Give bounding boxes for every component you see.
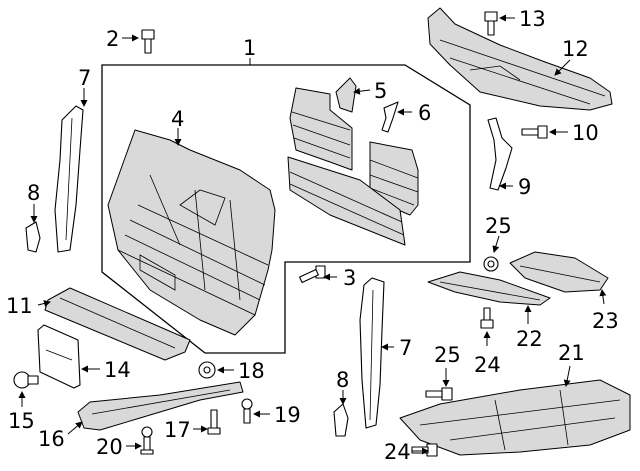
callout-22: 22 <box>516 327 543 351</box>
part-12-upper-cover <box>427 7 613 111</box>
callout-16: 16 <box>38 427 65 451</box>
callout-20: 20 <box>96 435 123 459</box>
part-25-nut-upper <box>483 256 499 272</box>
callout-8-left: 8 <box>27 181 40 205</box>
leader-lines <box>18 14 607 455</box>
part-18-nut <box>198 361 216 379</box>
part-7-center-bracket <box>359 277 385 429</box>
callout-15: 15 <box>8 409 35 433</box>
callout-24-lower: 24 <box>384 440 411 464</box>
callout-14: 14 <box>104 358 131 382</box>
part-10-bolt <box>521 125 548 139</box>
callout-labels: 2 1 3 4 5 6 7 7 8 8 9 10 11 12 13 14 15 … <box>6 7 619 464</box>
callout-4: 4 <box>171 107 184 131</box>
part-16-deflector <box>77 381 244 431</box>
part-24-bolt-lower <box>411 443 438 457</box>
part-14-plate <box>37 324 81 389</box>
callout-6: 6 <box>418 101 431 125</box>
part-11-deflector <box>44 287 191 361</box>
callout-10: 10 <box>572 121 599 145</box>
callout-18: 18 <box>238 359 265 383</box>
part-15-pushpin <box>13 371 39 389</box>
part-2-bolt <box>141 29 155 54</box>
part-8-left-clip <box>25 221 41 253</box>
part-25-bolt-lower <box>425 387 453 401</box>
part-21-under-shield <box>399 379 631 456</box>
part-9-bracket <box>487 117 513 191</box>
part-6-clip <box>381 101 399 133</box>
part-20-pushpin <box>140 426 154 455</box>
part-24-bolt-upper <box>480 307 494 329</box>
assembly-frame <box>101 64 471 354</box>
part-5-bracket <box>335 77 357 113</box>
part-19-pushpin <box>241 398 253 424</box>
callout-7-center: 7 <box>399 336 412 360</box>
callout-3: 3 <box>343 266 356 290</box>
callout-11: 11 <box>6 294 33 318</box>
callout-25-lower: 25 <box>434 343 461 367</box>
callout-5: 5 <box>374 79 387 103</box>
callout-8-center: 8 <box>336 368 349 392</box>
air-shutter-group <box>287 87 419 246</box>
part-8-center-clip <box>333 403 349 437</box>
callout-23: 23 <box>592 309 619 333</box>
callout-12: 12 <box>562 37 589 61</box>
callout-7-left: 7 <box>78 66 91 90</box>
part-4-shroud <box>107 129 276 336</box>
part-13-bolt <box>484 11 498 36</box>
callout-24-upper: 24 <box>474 353 501 377</box>
callout-9: 9 <box>518 175 531 199</box>
callout-17: 17 <box>164 418 191 442</box>
part-17-stud <box>207 409 221 435</box>
callout-2: 2 <box>106 27 119 51</box>
part-3-bolt <box>299 265 326 284</box>
callout-13: 13 <box>519 7 546 31</box>
callout-21: 21 <box>558 341 585 365</box>
part-23-shield <box>509 251 609 293</box>
callout-19: 19 <box>274 403 301 427</box>
callout-1: 1 <box>243 36 256 60</box>
part-22-shield <box>427 271 551 306</box>
callout-25-upper: 25 <box>485 214 512 238</box>
